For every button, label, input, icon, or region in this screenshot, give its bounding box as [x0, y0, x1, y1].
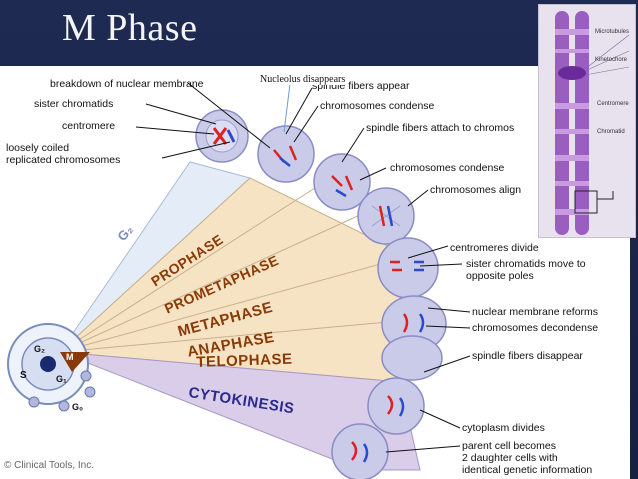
- cell-daughter-2: [331, 423, 389, 479]
- label-microtubules: Microtubules: [595, 29, 630, 35]
- label-chromosomes-align: chromosomes align: [430, 184, 522, 196]
- label-g2: G₂: [34, 344, 45, 354]
- label-spindle-fibers-disappear: spindle fibers disappear: [472, 350, 583, 362]
- cell-metaphase-1: [357, 187, 415, 245]
- cell-prophase-2: [257, 125, 315, 183]
- label-s: S: [20, 370, 27, 381]
- label-centromeres-divide: centromeres divide: [450, 242, 539, 254]
- label-kinetochore: Kinetochore: [595, 57, 628, 63]
- diagram-panel: breakdown of nuclear membrane sister chr…: [0, 66, 630, 479]
- label-spindle-fibers-attach: spindle fibers attach to chromos: [366, 122, 515, 134]
- chromosome-inset: Microtubules Kinetochore Centromere Chro…: [538, 4, 636, 238]
- phase-telophase: TELOPHASE: [196, 350, 293, 371]
- cell-daughter-1: [367, 377, 425, 435]
- label-centromere: centromere: [62, 120, 116, 132]
- chromosome-illustration: [539, 5, 635, 237]
- leader-lines: [135, 82, 471, 453]
- copyright-text: © Clinical Tools, Inc.: [4, 460, 94, 471]
- divider-1: [59, 185, 319, 353]
- divider-4: [59, 319, 411, 353]
- cell-prophase-1: [195, 109, 249, 163]
- label-nuclear-membrane-reforms: nuclear membrane reforms: [472, 306, 599, 318]
- divider-3: [59, 261, 389, 353]
- cell-cycle-wheel: [7, 323, 96, 412]
- label-chromosomes-condense-1: chromosomes condense: [320, 100, 435, 112]
- label-g1: G₁: [56, 374, 67, 384]
- cell-telophase: [381, 295, 447, 381]
- label-m: M: [66, 352, 74, 362]
- nucleolus-pointer: [283, 83, 291, 133]
- cell-metaphase-2: [377, 237, 439, 299]
- label-chromatid: Chromatid: [597, 129, 625, 135]
- cytokinesis-wedge: [59, 351, 421, 471]
- cell-prometaphase: [313, 153, 371, 211]
- cell-cycle-diagram: [7, 82, 471, 479]
- label-sister-chromatids: sister chromatids: [34, 98, 114, 110]
- label-chromosomes-decondense: chromosomes decondense: [472, 322, 599, 334]
- note-nucleolus-disappears: Nucleolus disappears: [258, 74, 348, 85]
- label-breakdown-nuclear-membrane: breakdown of nuclear membrane: [50, 78, 204, 90]
- label-g0: G₀: [72, 402, 84, 412]
- label-chromosomes-condense-2: chromosomes condense: [390, 162, 505, 174]
- label-centromere-inset: Centromere: [597, 101, 629, 107]
- divider-2: [59, 213, 363, 353]
- slide-title: M Phase: [62, 7, 198, 49]
- label-cytoplasm-divides: cytoplasm divides: [462, 422, 545, 434]
